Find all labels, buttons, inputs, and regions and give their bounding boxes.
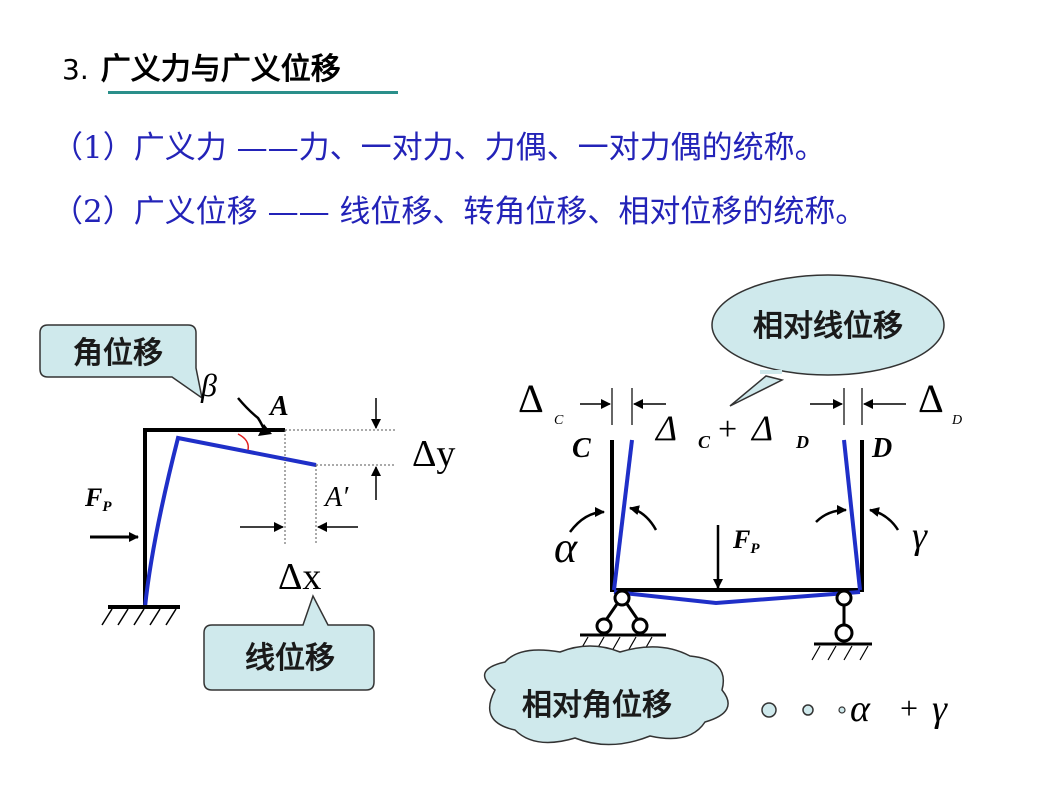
support-hatch: [101, 608, 177, 626]
svg-text:+: +: [718, 411, 737, 448]
heading-title: 广义力与广义位移: [100, 52, 341, 87]
delta-d-symbol: Δ: [918, 376, 944, 421]
gamma-rotation-arrow-right: [869, 507, 900, 531]
point-D-label: D: [871, 433, 892, 464]
right-support-hatch: [811, 645, 869, 661]
svg-text:C: C: [698, 432, 711, 452]
beta-label: β: [200, 367, 217, 403]
svg-text:α: α: [850, 688, 871, 730]
delta-d-subscript: D: [951, 413, 962, 428]
svg-text:Δ: Δ: [654, 408, 677, 448]
svg-text:+: +: [900, 690, 918, 726]
delta-c-subscript: C: [554, 413, 564, 428]
delta-guides: [611, 388, 863, 425]
callout-linear-displacement: 线位移: [203, 594, 375, 691]
original-portal-frame: [610, 440, 864, 592]
gamma-label: γ: [912, 515, 928, 557]
right-roller-support: [814, 589, 872, 646]
right-frame-figure: 相对线位移: [483, 274, 962, 746]
deformed-beam: [613, 590, 861, 606]
callout-angular-displacement: 角位移: [39, 324, 204, 400]
load-label: FP: [84, 483, 112, 515]
alpha-label: α: [554, 523, 578, 572]
alpha-rotation-arrow-left: [569, 507, 605, 533]
callout-relative-angular-displacement-label: 相对角位移: [522, 688, 672, 723]
point-A-prime-label: A′: [323, 482, 349, 513]
callout-angular-displacement-label: 角位移: [73, 336, 163, 371]
left-pin-support: [580, 589, 666, 637]
callout-linear-displacement-label: 线位移: [245, 641, 335, 676]
definition-generalized-displacement: （2）广义位移 —— 线位移、转角位移、相对位移的统称。: [52, 194, 867, 230]
deformed-right-column: [842, 439, 862, 591]
point-A-label: A: [268, 391, 289, 422]
deformed-left-column: [612, 439, 634, 591]
relative-angle-expression: α + γ: [850, 688, 948, 730]
gamma-rotation-arrow-left: [815, 505, 847, 523]
callout-relative-angular-displacement: 相对角位移: [483, 645, 846, 746]
delta-c-symbol: Δ: [518, 376, 544, 421]
alpha-rotation-arrow-right: [629, 505, 658, 531]
original-frame: [143, 428, 285, 607]
section-heading: 3. 广义力与广义位移: [62, 44, 341, 88]
relative-displacement-expression: Δ C + Δ D: [654, 408, 809, 452]
heading-number: 3.: [62, 53, 89, 86]
point-C-label: C: [572, 433, 591, 464]
dx-label: Δx: [278, 556, 321, 598]
rotation-angle-arc: [237, 433, 250, 451]
callout-relative-linear-displacement-label: 相对线位移: [753, 309, 903, 344]
dy-label: Δy: [412, 433, 455, 475]
callout-relative-linear-displacement: 相对线位移: [711, 274, 945, 407]
svg-text:γ: γ: [932, 688, 948, 730]
beam-load-label: FP: [732, 525, 760, 557]
svg-text:Δ: Δ: [750, 408, 773, 448]
deformed-frame: [143, 435, 317, 608]
definition-generalized-force: （1）广义力 ——力、一对力、力偶、一对力偶的统称。: [52, 130, 826, 166]
heading-underline: [108, 91, 398, 94]
svg-text:D: D: [795, 432, 809, 452]
guide-lines: [284, 429, 395, 545]
pointer-arrowhead: [258, 424, 272, 436]
left-frame-figure: 角位移 FP: [39, 324, 455, 691]
